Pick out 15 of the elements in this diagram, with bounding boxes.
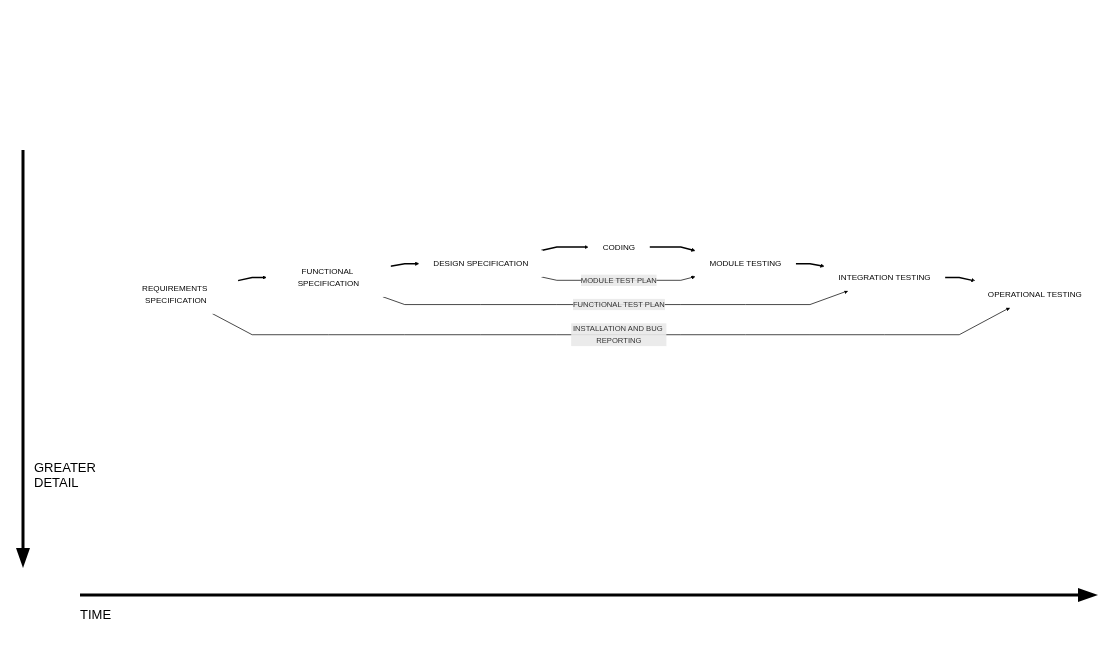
axis-label: GREATER DETAIL [34,460,97,490]
arrow [389,261,420,267]
node-text: REQUIREMENTS SPECIFICATION [142,283,208,305]
node-text: MODULE TESTING [709,259,782,269]
arrow [648,246,696,252]
arrow [237,275,267,282]
node-text: INTEGRATION TESTING [838,272,931,282]
node-text: FUNCTIONAL SPECIFICATION [297,266,360,288]
arrow [794,262,825,268]
arrow [540,244,589,252]
node-text: CODING [602,242,636,252]
arrow [944,276,976,283]
node-text: OPERATIONAL TESTING [987,289,1082,299]
node-text: DESIGN SPECIFICATION [433,259,529,269]
axis-label: TIME [80,607,112,622]
